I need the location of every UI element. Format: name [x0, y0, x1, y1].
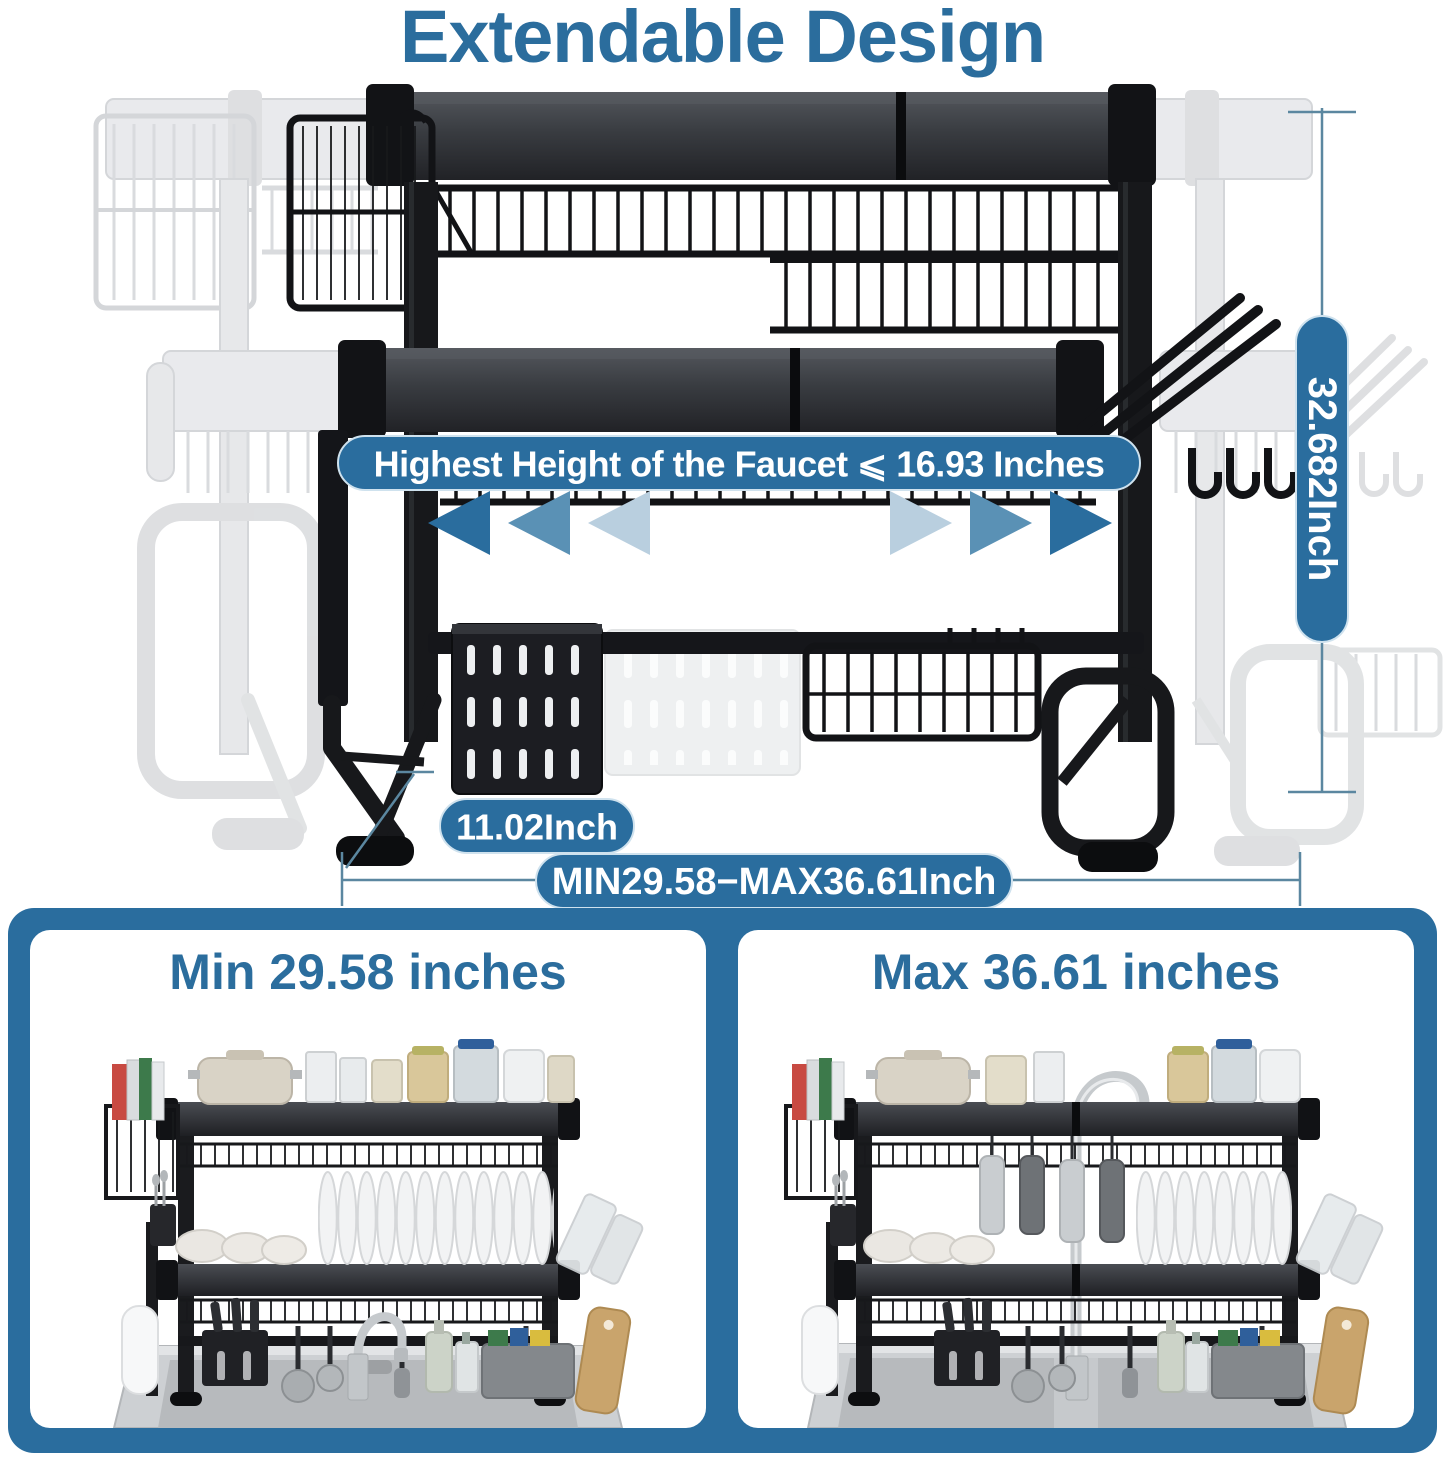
top-shelf-items	[104, 1039, 575, 1200]
depth-label: 11.02Inch	[456, 807, 618, 848]
size-comparison-section: Min 29.58 inches	[8, 908, 1437, 1453]
left-leg	[323, 692, 442, 866]
extendable-rack-diagram: 32.682Inch Highest Height of the Faucet …	[93, 84, 1443, 908]
utensil-hooks	[1188, 448, 1298, 499]
top-wire-basket	[431, 184, 1150, 334]
width-range-label: MIN29.58−MAX36.61Inch	[552, 861, 997, 903]
faucet	[347, 1312, 408, 1401]
height-dimension: 32.682Inch	[1288, 108, 1356, 794]
ghost-rack-right	[1147, 90, 1443, 866]
rack-structure	[286, 84, 1298, 872]
width-dimension: MIN29.58−MAX36.61Inch	[340, 852, 1302, 908]
middle-tier-dishes	[830, 1170, 1384, 1285]
faucet-note-label: Highest Height of the Faucet ⩽ 16.93 Inc…	[374, 444, 1105, 485]
hanging-bottles	[979, 1136, 1125, 1243]
faucet-height-note: Highest Height of the Faucet ⩽ 16.93 Inc…	[337, 435, 1141, 491]
extend-right-arrows-icon	[890, 491, 1112, 555]
right-leg	[1041, 667, 1175, 872]
extend-left-arrows-icon	[428, 491, 650, 555]
min-size-panel: Min 29.58 inches	[30, 930, 706, 1428]
sink-accessories	[425, 1306, 632, 1415]
min-size-title: Min 29.58 inches	[169, 944, 567, 1000]
hanging-utensil-basket	[802, 628, 1042, 742]
rack-frame	[826, 1098, 1320, 1406]
hanging-utensils	[801, 1297, 1273, 1403]
max-rack-photo	[784, 1039, 1384, 1428]
depth-dimension: 11.02Inch	[344, 770, 635, 869]
cutting-board-holder	[451, 623, 603, 795]
cup-holder-prongs	[1077, 293, 1281, 449]
page-title: Extendable Design	[399, 0, 1046, 78]
max-size-title: Max 36.61 inches	[871, 944, 1281, 1000]
max-size-panel: Max 36.61 inches	[738, 930, 1414, 1428]
min-rack-photo	[104, 1039, 644, 1428]
sink-accessories	[1157, 1306, 1370, 1415]
height-label: 32.682Inch	[1300, 377, 1344, 582]
middle-tier-dishes	[150, 1170, 644, 1285]
